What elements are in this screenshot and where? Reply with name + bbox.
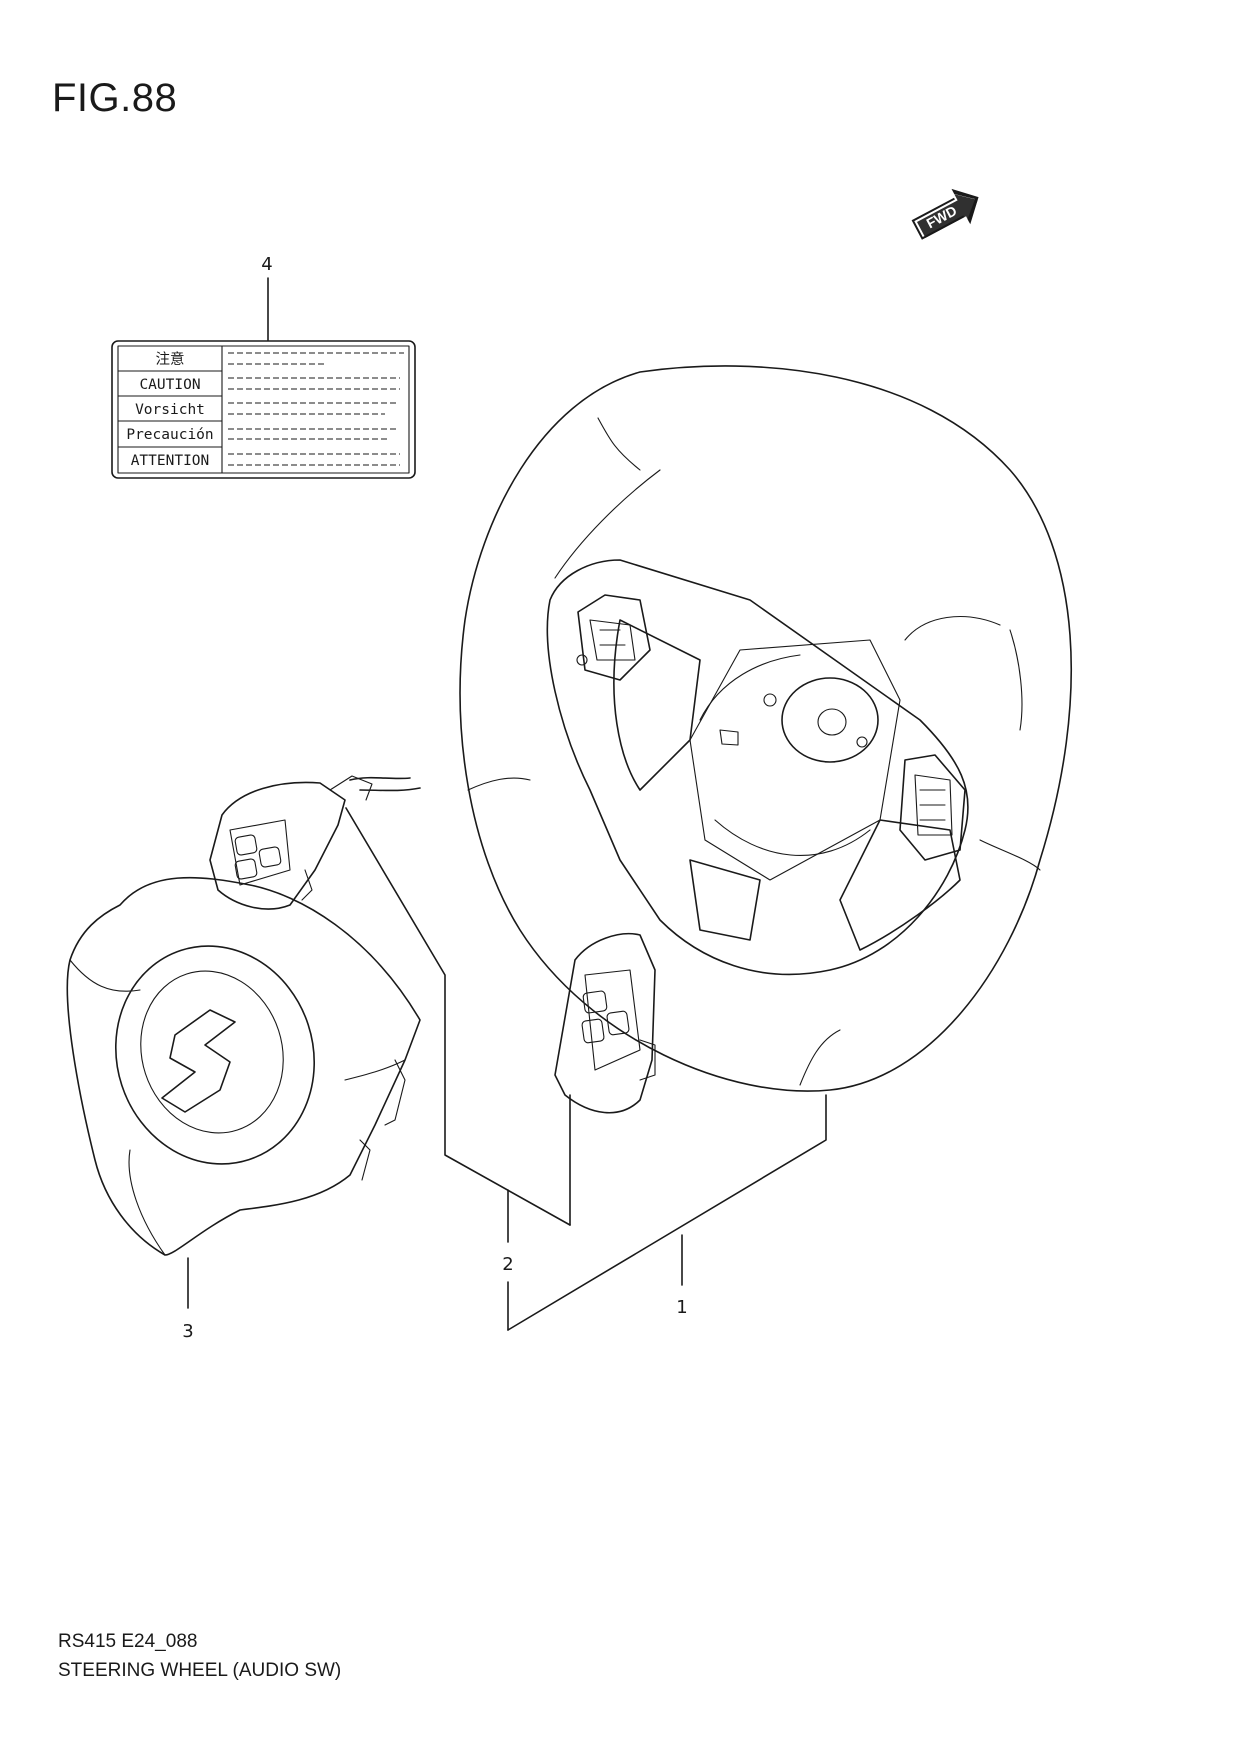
- callout-1-group: 1: [507, 1094, 827, 1331]
- audio-switch-right: [554, 933, 656, 1114]
- caution-label: 注意 CAUTION Vorsicht Precaución ATTENTION: [111, 340, 416, 479]
- callout-3: 3: [182, 1321, 193, 1342]
- caution-row-english: CAUTION: [139, 377, 200, 393]
- callout-4: 4: [261, 254, 272, 275]
- callout-2: 2: [502, 1254, 513, 1275]
- audio-switch-left: [209, 775, 421, 910]
- callout-4-group: 4: [261, 254, 273, 341]
- airbag-module: [66, 876, 421, 1256]
- footer-figure-code: RS415 E24_088: [58, 1631, 198, 1652]
- callout-2-group: 2: [345, 807, 571, 1331]
- fwd-arrow-icon: FWD: [911, 188, 979, 240]
- suzuki-logo-icon: [161, 1009, 236, 1113]
- caution-row-german: Vorsicht: [135, 402, 205, 418]
- caution-text-placeholder-lines: [228, 352, 404, 466]
- figure-title: FIG.88: [52, 76, 178, 120]
- caution-row-spanish: Precaución: [126, 427, 213, 443]
- footer-figure-description: STEERING WHEEL (AUDIO SW): [58, 1660, 342, 1681]
- callout-3-group: 3: [182, 1257, 194, 1342]
- caution-row-french: ATTENTION: [131, 453, 210, 469]
- callout-1: 1: [676, 1297, 687, 1318]
- caution-row-japanese: 注意: [156, 350, 185, 368]
- steering-wheel: [459, 365, 1073, 1092]
